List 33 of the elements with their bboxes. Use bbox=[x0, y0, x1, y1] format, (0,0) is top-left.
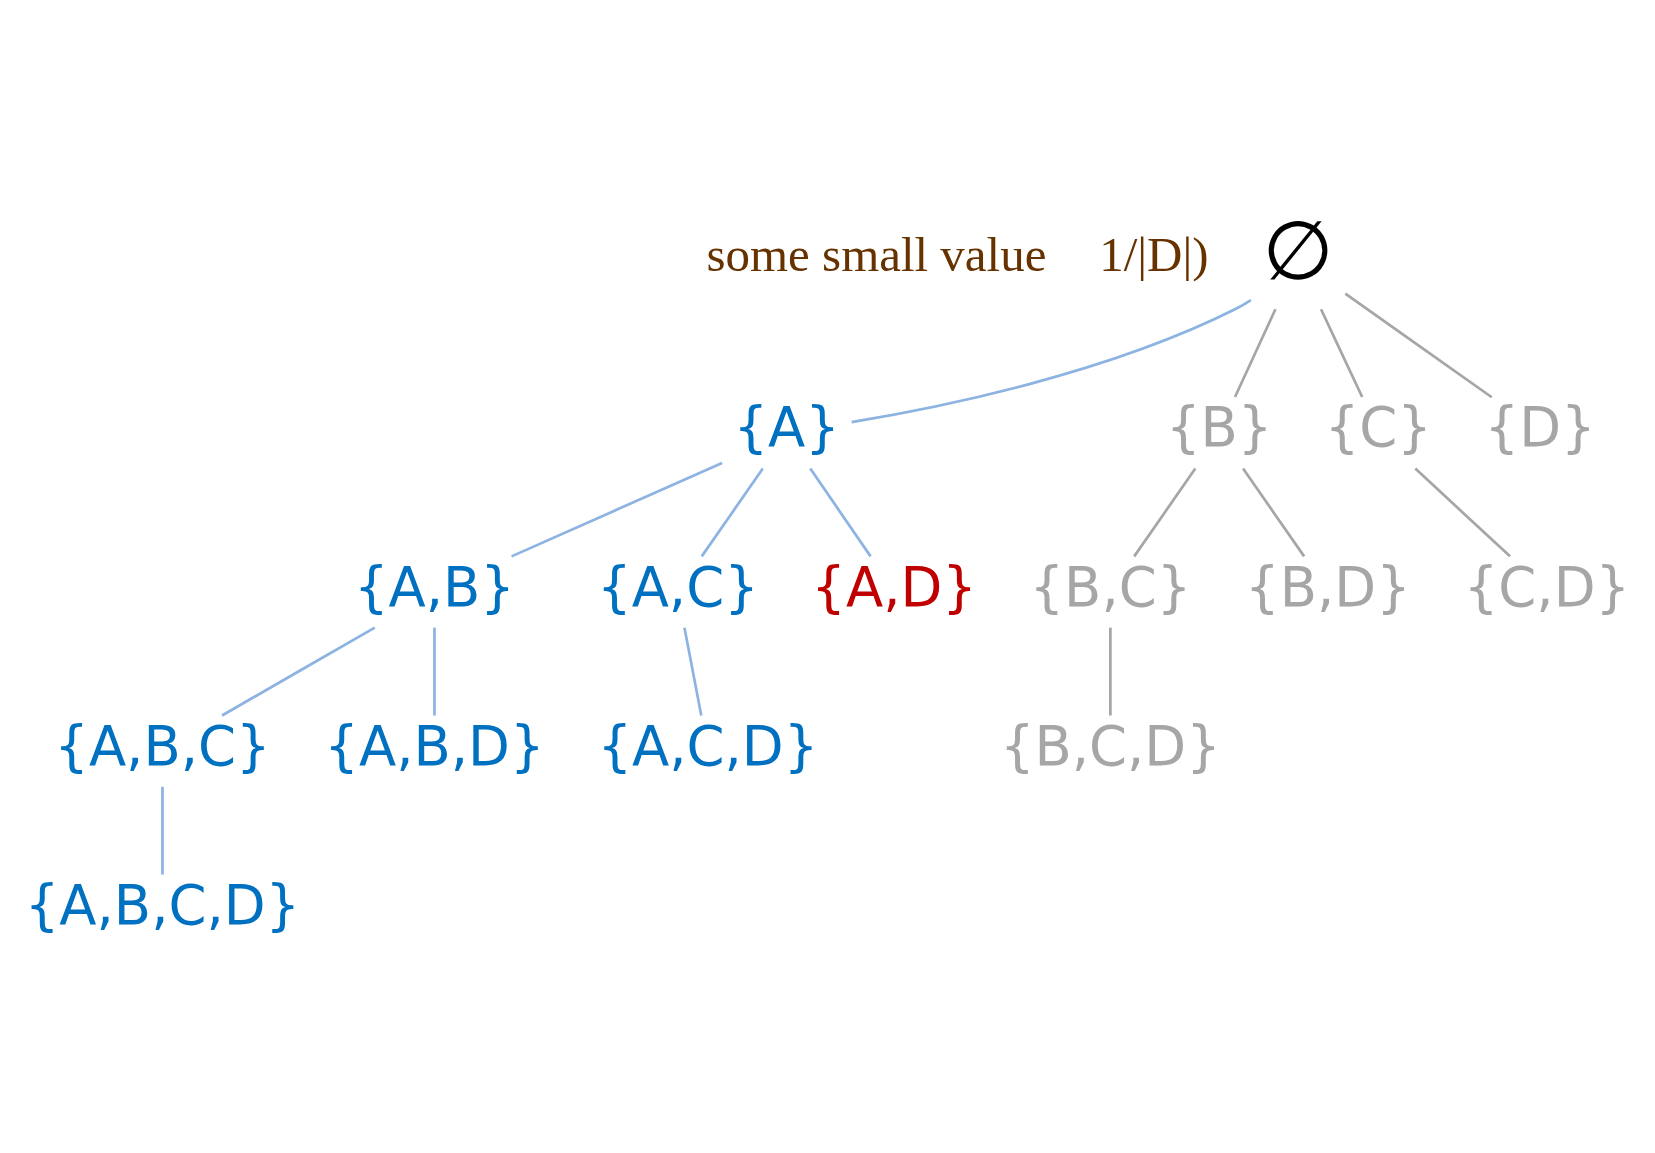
node-text: {A,B,C,D} bbox=[24, 873, 301, 937]
node-text: {A,C,D} bbox=[597, 714, 819, 778]
node-text: {A,B,D} bbox=[324, 714, 545, 778]
node-text: {B} bbox=[1165, 395, 1273, 459]
connector bbox=[161, 786, 164, 875]
node-text: {A} bbox=[733, 395, 840, 459]
node-text: {B,C,D} bbox=[999, 714, 1221, 778]
connector bbox=[1109, 627, 1112, 715]
connector bbox=[511, 461, 723, 558]
connector bbox=[1233, 308, 1277, 398]
node-text: {C} bbox=[1324, 395, 1432, 459]
node-text: {A,C} bbox=[597, 555, 759, 619]
connector bbox=[1344, 291, 1493, 398]
node-text: {A,D} bbox=[811, 555, 977, 619]
connector bbox=[221, 625, 376, 717]
connector bbox=[433, 627, 436, 715]
node-text: {A,B} bbox=[353, 555, 515, 619]
node-text: {A,B,C} bbox=[54, 714, 271, 778]
node-text: ∅ bbox=[1262, 202, 1334, 298]
node-text: {C,D} bbox=[1463, 555, 1631, 619]
node-text: {B,C} bbox=[1029, 555, 1192, 619]
connector bbox=[700, 467, 764, 557]
connector bbox=[809, 467, 872, 557]
connector bbox=[683, 626, 703, 716]
label: 1/|D|) bbox=[1099, 226, 1209, 282]
label: some small value bbox=[706, 226, 1047, 282]
connector bbox=[1133, 467, 1197, 557]
connector bbox=[1319, 308, 1364, 398]
connector bbox=[1414, 467, 1511, 557]
node-text: {B,D} bbox=[1245, 555, 1411, 619]
connector bbox=[1241, 467, 1306, 557]
node-text: {D} bbox=[1484, 395, 1596, 459]
connector bbox=[851, 298, 1252, 423]
